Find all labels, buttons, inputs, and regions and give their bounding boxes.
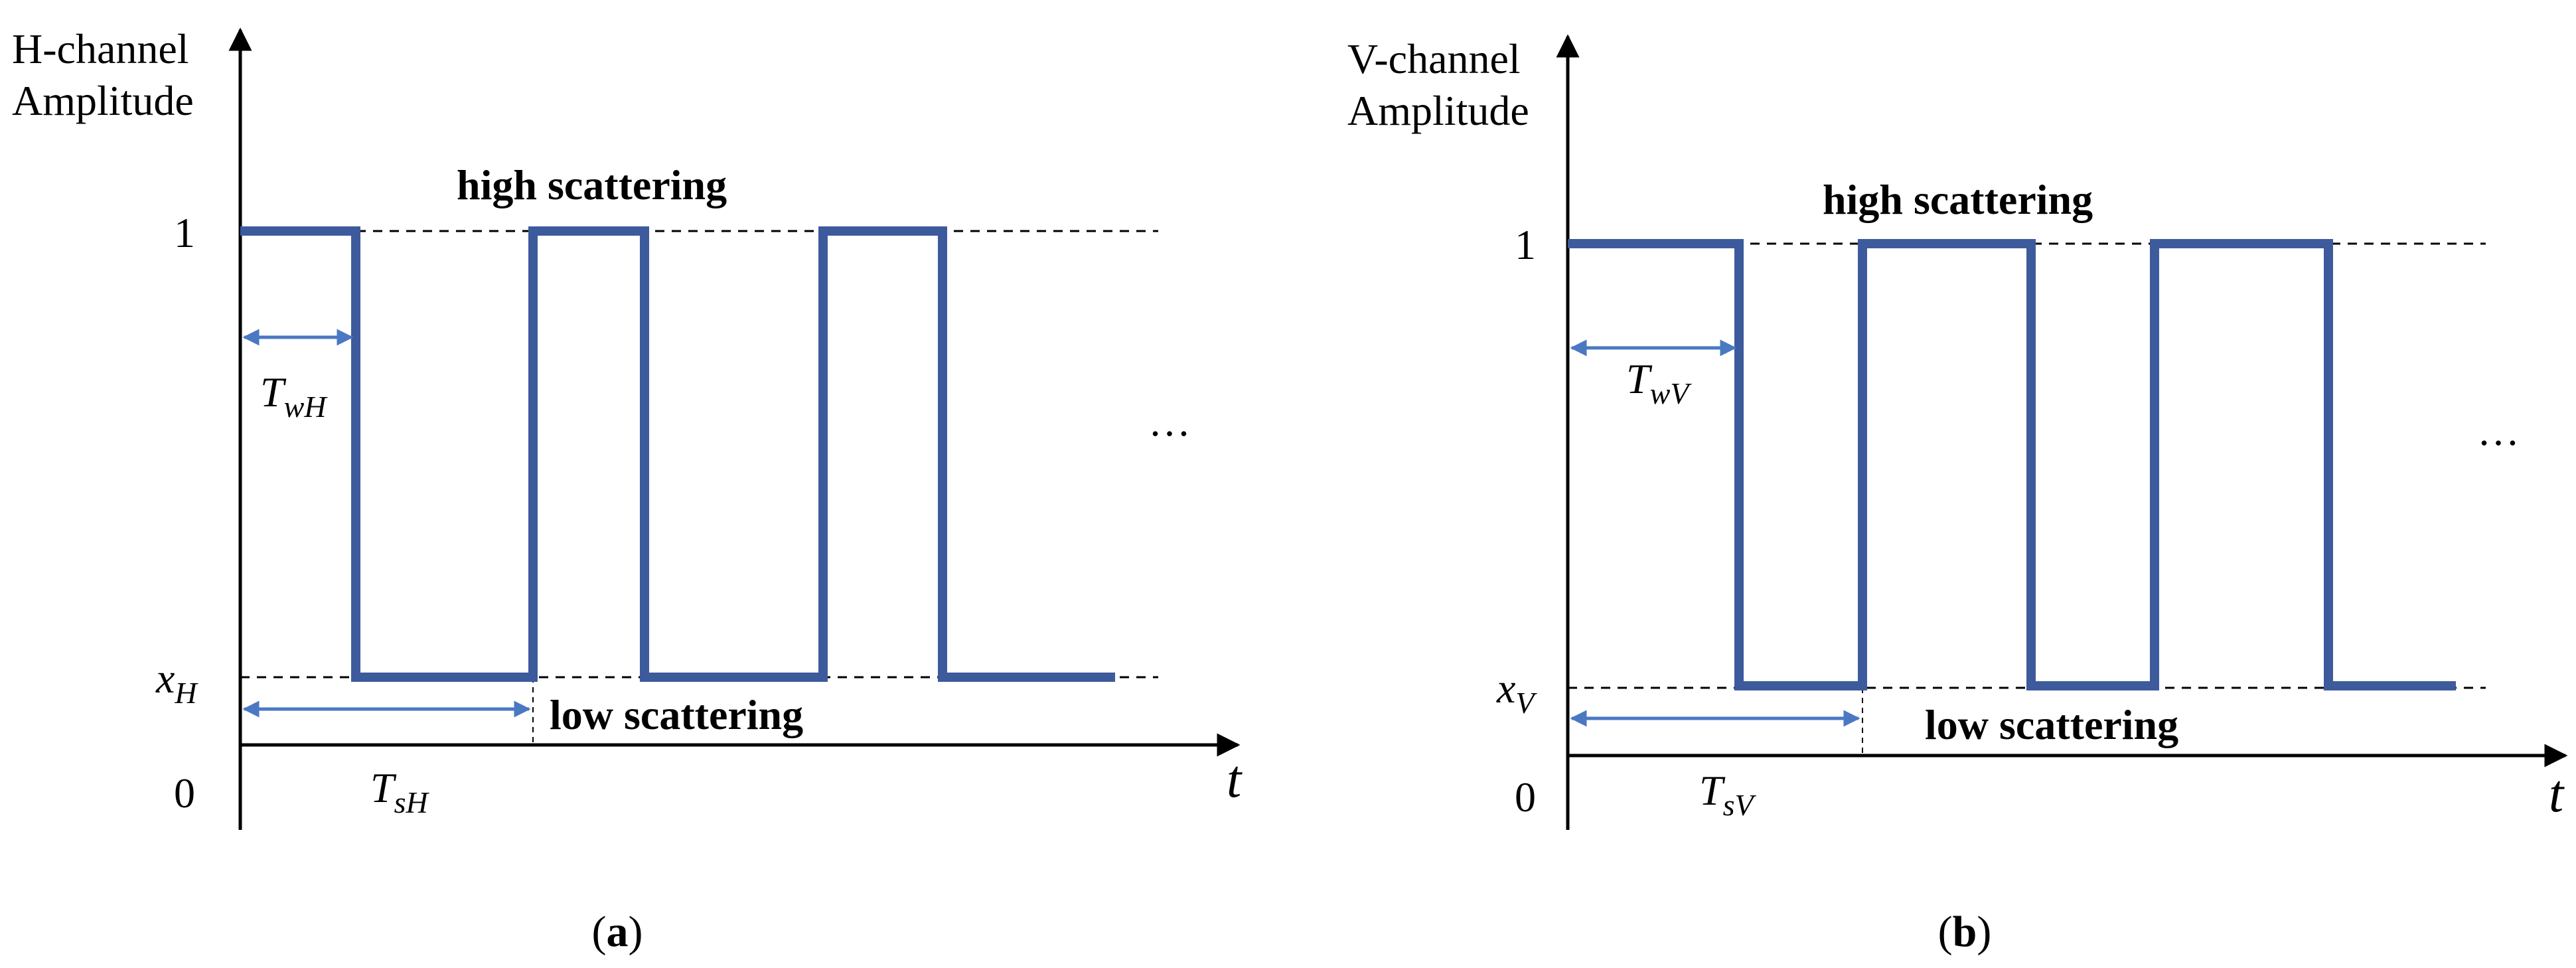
x-axis-label-b: t bbox=[2549, 765, 2565, 823]
low-label-a: low scattering bbox=[550, 691, 803, 738]
width-interval-label-b: TwV bbox=[1626, 355, 1692, 410]
origin-label-a: 0 bbox=[174, 769, 195, 817]
ellipsis-b: … bbox=[2477, 407, 2520, 454]
high-label-a: high scattering bbox=[457, 161, 727, 208]
y-axis-title-b: V-channel Amplitude bbox=[1347, 35, 1531, 134]
high-label-b: high scattering bbox=[1823, 176, 2093, 223]
y-tick-one-a: 1 bbox=[174, 209, 195, 256]
y-axis-title-a: H-channel Amplitude bbox=[12, 25, 200, 124]
low-label-b: low scattering bbox=[1925, 701, 2178, 748]
y-tick-low-a: xH bbox=[155, 655, 198, 710]
signal-wave-b bbox=[1568, 239, 2456, 690]
x-axis-label-a: t bbox=[1227, 750, 1243, 809]
caption-a: (a) bbox=[592, 908, 643, 956]
ellipsis-a: … bbox=[1148, 398, 1191, 445]
signal-wave-a bbox=[240, 226, 1115, 682]
origin-label-b: 0 bbox=[1515, 773, 1536, 821]
caption-b: (b) bbox=[1938, 908, 1992, 956]
period-interval-label-b: TsV bbox=[1699, 767, 1756, 822]
width-interval-label-a: TwH bbox=[260, 368, 328, 424]
panel-b: V-channel Amplitude 1 xV 0 t high scatte… bbox=[1347, 34, 2568, 956]
panel-a: H-channel Amplitude 1 xH 0 t high scatte… bbox=[12, 25, 1243, 956]
y-tick-low-b: xV bbox=[1496, 665, 1537, 720]
y-tick-one-b: 1 bbox=[1515, 221, 1536, 268]
period-interval-label-a: TsH bbox=[370, 764, 429, 819]
